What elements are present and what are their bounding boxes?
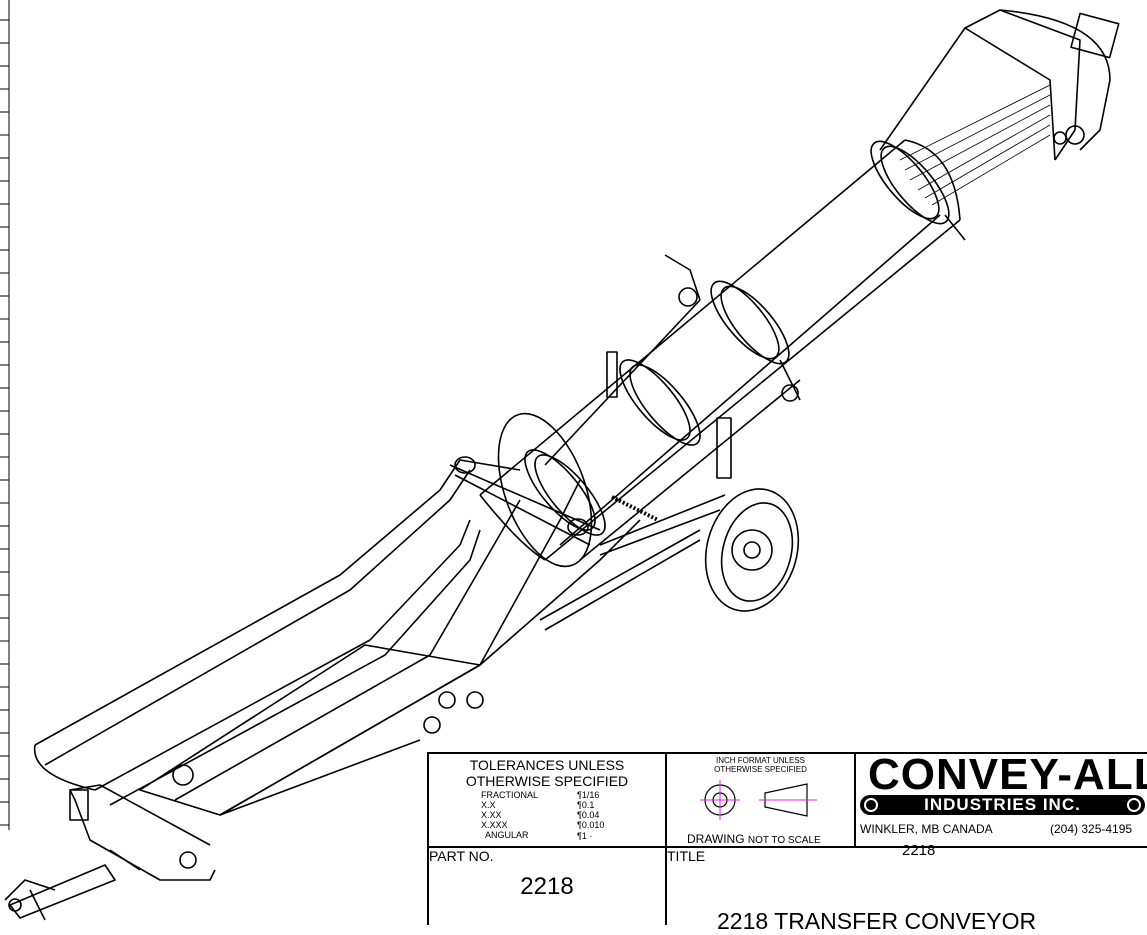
not-to-scale-label: NOT TO SCALE bbox=[747, 835, 821, 846]
format-note-line2: OTHERWISE SPECIFIED bbox=[714, 765, 807, 774]
format-block: INCH FORMAT UNLESS OTHERWISE SPECIFIED D… bbox=[665, 752, 856, 848]
title-block: TITLE 2218 TRANSFER CONVEYOR bbox=[665, 846, 1147, 934]
address-text: WINKLER, MB CANADA bbox=[860, 822, 993, 836]
tol-value-2: ¶0.04 bbox=[577, 810, 600, 820]
company-sub-banner: INDUSTRIES INC. bbox=[860, 795, 1145, 815]
projection-symbol bbox=[700, 780, 817, 820]
right-bullet-icon bbox=[1127, 798, 1141, 812]
tail-frame bbox=[69, 784, 216, 881]
format-note: INCH FORMAT UNLESS OTHERWISE SPECIFIED bbox=[667, 756, 854, 774]
tol-value-3: ¶0.010 bbox=[577, 820, 605, 830]
intake-tray bbox=[33, 456, 641, 816]
support-truss bbox=[544, 214, 966, 561]
title-label: TITLE bbox=[667, 848, 706, 864]
tube-rings bbox=[524, 280, 790, 536]
tolerances-title-line1: TOLERANCES UNLESS bbox=[469, 757, 625, 773]
title-value: 2218 TRANSFER CONVEYOR bbox=[717, 908, 1037, 934]
left-bullet-icon bbox=[864, 798, 878, 812]
wheel-assembly bbox=[599, 488, 800, 612]
company-sub: INDUSTRIES INC. bbox=[924, 795, 1081, 814]
company-logo: CONVEY-ALL bbox=[868, 750, 1147, 799]
company-block: CONVEY-ALL INDUSTRIES INC. WINKLER, MB C… bbox=[854, 750, 1147, 859]
part-number-block: PART NO. 2218 bbox=[427, 846, 667, 925]
part-no-label: PART NO. bbox=[429, 848, 494, 864]
tol-label-0: FRACTIONAL bbox=[481, 790, 539, 800]
doc-number: 2218 bbox=[902, 842, 936, 859]
drawing-label: DRAWING bbox=[687, 832, 745, 846]
tol-label-3: X.XXX bbox=[481, 820, 508, 830]
tol-label-4: ANGULAR bbox=[485, 830, 529, 840]
part-no-value: 2218 bbox=[520, 873, 574, 900]
format-note-line1: INCH FORMAT UNLESS bbox=[715, 756, 806, 765]
drawing-scale-note: DRAWING NOT TO SCALE bbox=[687, 832, 821, 846]
discharge-spout bbox=[870, 9, 1120, 225]
lower-rail bbox=[539, 529, 701, 631]
tol-value-0: ¶1/16 bbox=[577, 790, 600, 800]
hitch bbox=[4, 864, 116, 921]
tolerances-block: TOLERANCES UNLESS OTHERWISE SPECIFIED FR… bbox=[427, 752, 667, 848]
tol-label-1: X.X bbox=[481, 800, 496, 810]
tolerances-title: TOLERANCES UNLESS OTHERWISE SPECIFIED bbox=[429, 757, 665, 789]
tol-value-4: ¶1 · bbox=[577, 831, 593, 841]
margin-ruler bbox=[0, 0, 10, 830]
tail-rollers bbox=[172, 691, 484, 786]
company-address: WINKLER, MB CANADA bbox=[860, 822, 993, 836]
tolerances-title-line2: OTHERWISE SPECIFIED bbox=[465, 773, 629, 789]
company-phone: (204) 325-4195 bbox=[1050, 822, 1133, 836]
tol-label-2: X.XX bbox=[481, 810, 502, 820]
tol-value-1: ¶0.1 bbox=[577, 800, 595, 810]
